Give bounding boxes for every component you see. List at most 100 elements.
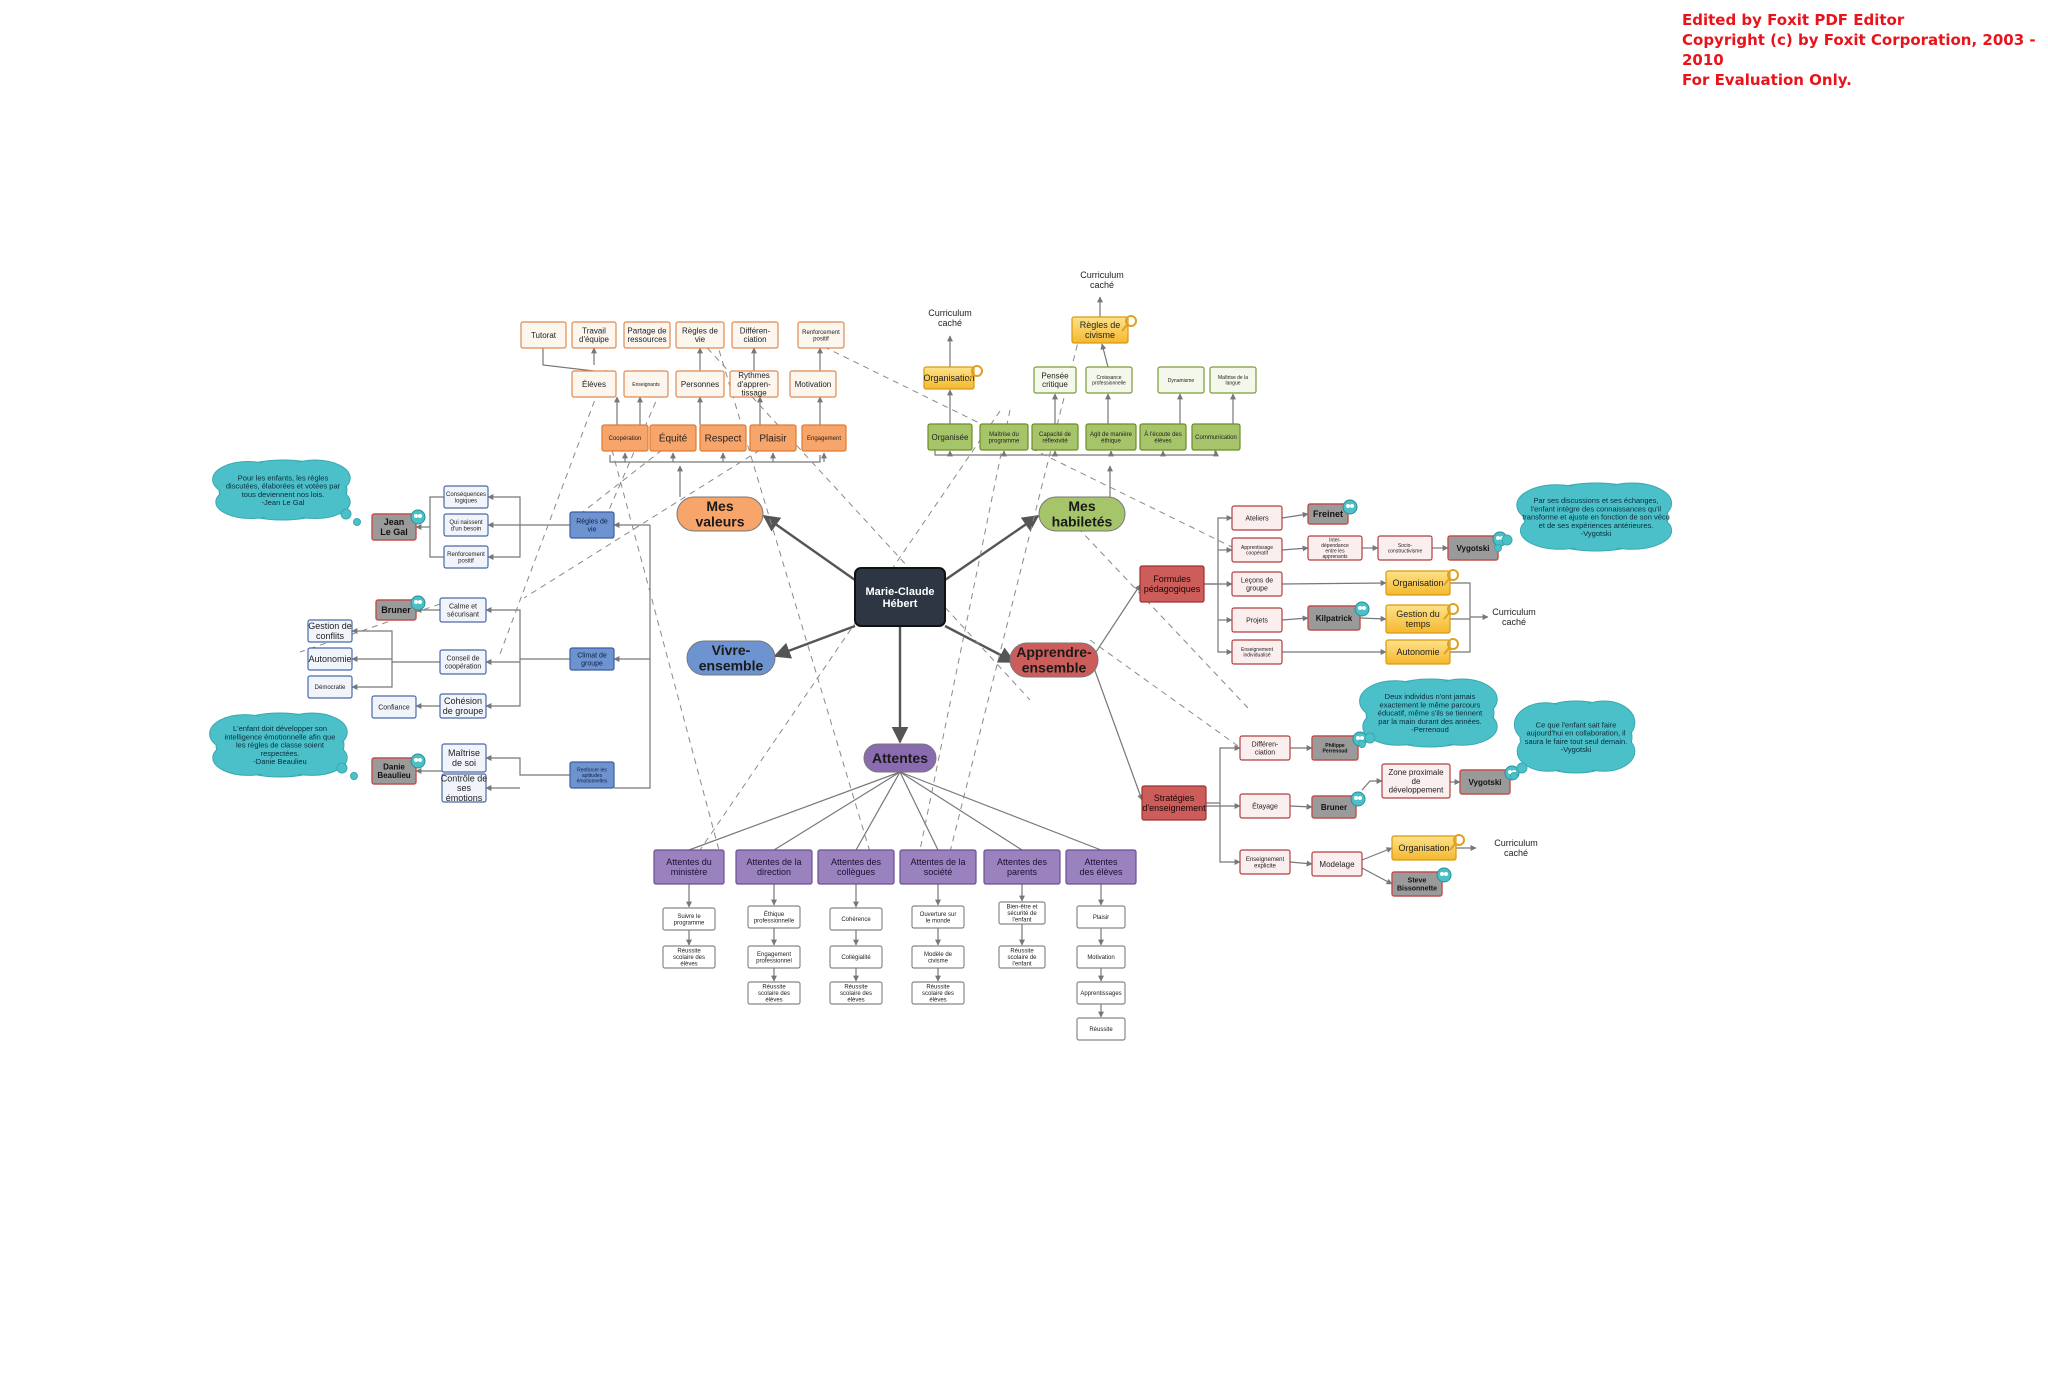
regles-civisme-shape (1071, 316, 1129, 344)
gold-top-2-key-icon (1443, 638, 1459, 655)
habilete-2-shape (1031, 423, 1079, 451)
formule-item-4-shape (1231, 639, 1283, 665)
valeur-3-text: Plaisir (759, 434, 787, 445)
habilete-row2-1-shape (1033, 366, 1077, 394)
attentes-item-2-2-shape (829, 981, 883, 1005)
attentes-header-4-shape (983, 849, 1061, 885)
conseil-1-shape (307, 647, 353, 671)
gold-top-1-key-icon (1443, 603, 1459, 620)
attentes-header-1-shape (735, 849, 813, 885)
person-kilpatrick-text: Kilpatrick (1316, 614, 1353, 623)
valeur-row2-0: Élèves (571, 370, 617, 398)
chain-1-shape (1377, 535, 1433, 561)
habilete-0-text: Organisée (932, 433, 969, 442)
gold-top-0-key-icon (1443, 569, 1459, 586)
attentes-item-5-1: Motivation (1076, 945, 1126, 969)
habilete-1-shape (979, 423, 1029, 451)
confiance-text: Confiance (378, 704, 410, 711)
attentes-item-4-1-shape (998, 945, 1046, 969)
gold-bottom-text: Organisation (1398, 843, 1449, 853)
bubble-vygotski-1-text: Par ses discussions et ses échanges,l'en… (1522, 496, 1670, 538)
valeur-4: Engagement (801, 424, 847, 452)
attentes-item-5-2-shape (1076, 981, 1126, 1005)
attentes-item-5-1-shape (1076, 945, 1126, 969)
valeur-row2-1-text: Enseignants (632, 382, 660, 388)
person-bruner-2: Bruner (1311, 795, 1357, 819)
valeur-3: Plaisir (749, 424, 797, 452)
connector-elbow (1217, 584, 1233, 655)
attentes-item-3-1-shape (911, 945, 965, 969)
connector-elbow (1219, 803, 1241, 865)
connector-line (1281, 545, 1309, 552)
connector-elbow (1450, 582, 1471, 653)
conseil-0-shape (307, 619, 353, 643)
connector-elbow (351, 662, 393, 690)
attentes-item-0-1-shape (662, 945, 716, 969)
connector-line (944, 515, 1040, 581)
connector-line (899, 771, 1023, 851)
climat-1-shape (439, 649, 487, 675)
attentes-item-3-2-shape (911, 981, 965, 1005)
main-apprendre-ensemble-text: Apprendre-ensemble (1016, 644, 1092, 675)
gold-top-0: Organisation (1385, 570, 1451, 596)
formule-item-3-shape (1231, 607, 1283, 633)
habilete-organisation-shape (923, 366, 975, 390)
connector-line (1281, 615, 1309, 622)
attentes-header-5-shape (1065, 849, 1137, 885)
connector-elbow (487, 494, 570, 526)
person-freinet: Freinet (1307, 503, 1349, 525)
watermark-line-1: Edited by Foxit PDF Editor (1682, 11, 1905, 29)
attentes-item-2-0-shape (829, 907, 883, 931)
main-vivre-ensemble-shape (686, 640, 776, 676)
valeur-row3-0-text: Tutorat (531, 331, 557, 340)
person-kilpatrick-shape (1307, 605, 1361, 631)
gold-top-2-shape (1385, 639, 1451, 665)
person-bruner-2-text: Bruner (1321, 803, 1347, 812)
connector-line (899, 771, 939, 851)
climat-0-shape (439, 597, 487, 623)
connector-line (949, 333, 1081, 853)
person-jean-le-gal-avatar-icon (410, 509, 426, 525)
valeur-row3-0: Tutorat (520, 321, 567, 349)
valeur-4-text: Engagement (807, 436, 841, 442)
main-vivre-ensemble-text: Vivre-ensemble (699, 642, 764, 673)
valeur-0-shape (601, 424, 649, 452)
formule-item-3-text: Projets (1246, 617, 1268, 624)
